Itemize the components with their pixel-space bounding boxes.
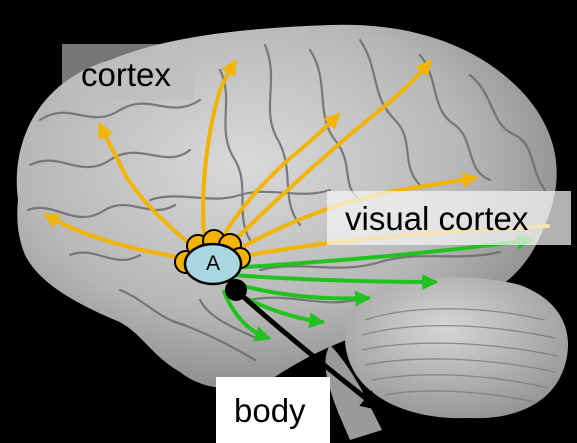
body-label: body	[216, 377, 330, 443]
nucleus-label: A	[194, 249, 232, 279]
visual-cortex-label-text: visual cortex	[345, 200, 528, 237]
cortex-label: cortex	[62, 44, 194, 100]
body-origin-node	[225, 279, 247, 301]
cortex-label-text: cortex	[81, 56, 171, 93]
cerebellum-shape	[345, 277, 568, 418]
visual-cortex-label: visual cortex	[327, 191, 571, 245]
body-label-text: body	[234, 392, 306, 429]
